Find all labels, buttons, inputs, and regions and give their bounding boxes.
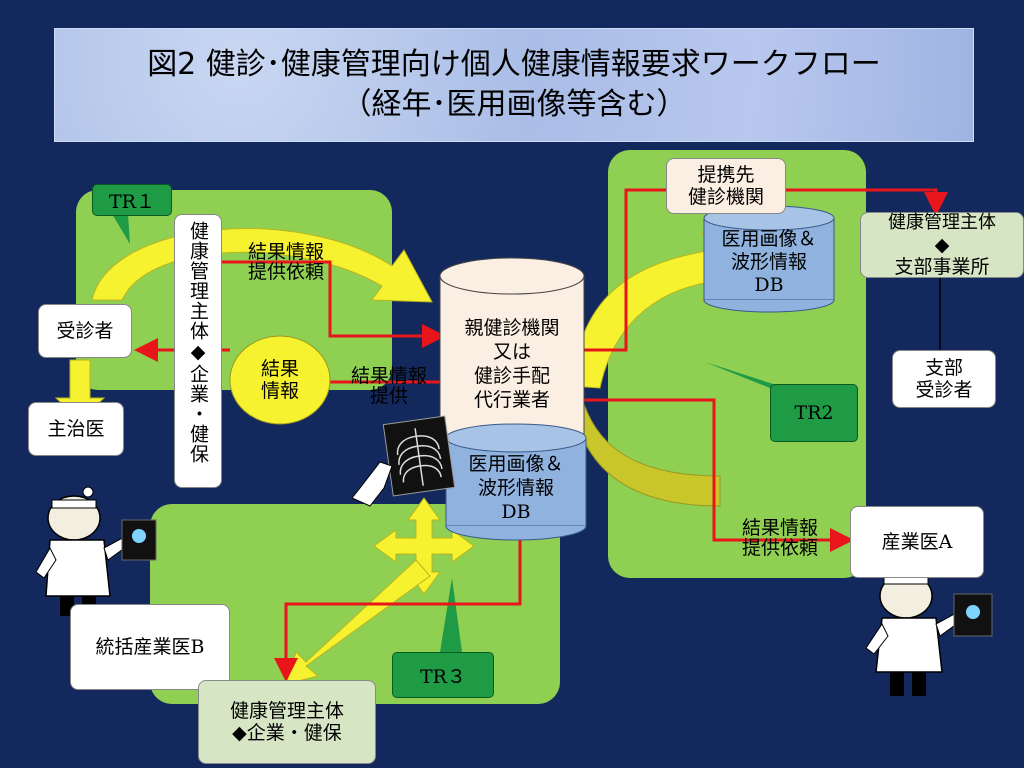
doctor-figure-right: [865, 562, 993, 696]
primary-doctor-box: 主治医: [28, 402, 124, 456]
health-management-branch-box: 健康管理主体 ◆ 支部事業所: [860, 212, 1024, 278]
health-management-corp-bottom-box: 健康管理主体 ◆企業・健保: [198, 680, 376, 764]
industrial-doctor-a-box: 産業医A: [850, 506, 984, 578]
branch-box-line3: 支部事業所: [894, 256, 990, 278]
result-info-circle-label: 結果 情報: [260, 358, 299, 402]
tr1-label: TR１: [92, 184, 172, 216]
center-db-cylinder: [445, 423, 587, 541]
examinee-box: 受診者: [38, 304, 132, 358]
yellow-arrow-right-bottom: [573, 403, 721, 507]
flow-line-bottom: [274, 528, 522, 682]
partner-db-label: 医用画像＆ 波形情報 DB: [721, 228, 817, 296]
xray-image-icon: [351, 415, 456, 507]
center-db-label: 医用画像＆ 波形情報 DB: [468, 453, 564, 523]
tr2-label: TR2: [770, 384, 858, 442]
result-request-top-label: 結果情報 提供依頼: [247, 241, 324, 283]
flow-line-partner: [580, 188, 666, 352]
doctor-figure-left: [35, 486, 157, 616]
result-request-right-label: 結果情報 提供依頼: [741, 517, 818, 559]
branch-box-diamond: ◆: [934, 234, 950, 256]
parent-facility-cylinder: [439, 257, 585, 465]
result-info-circle: [229, 335, 331, 425]
flow-line-ind-a: [580, 398, 854, 552]
tr3-label: TR３: [392, 652, 494, 698]
tr3-callout-tail: [440, 578, 462, 652]
partner-db-cylinder: [703, 205, 835, 313]
health-management-corp-vertical-box: 健康管理主体◆企業・健保: [174, 214, 222, 488]
tr1-callout-tail: [112, 214, 130, 244]
result-provide-label: 結果情報 提供: [350, 365, 427, 407]
partner-facility-box: 提携先 健診機関: [666, 158, 786, 214]
chief-industrial-doctor-b-box: 統括産業医B: [70, 604, 230, 690]
flow-line-top: [220, 260, 446, 348]
flow-line-branch: [786, 188, 948, 216]
branch-box-line1: 健康管理主体: [888, 212, 996, 233]
title-banner: 図2 健診･健康管理向け個人健康情報要求ワークフロー （経年･医用画像等含む）: [54, 28, 974, 142]
page-subtitle: （経年･医用画像等含む）: [341, 87, 687, 122]
page-title: 図2 健診･健康管理向け個人健康情報要求ワークフロー: [147, 47, 881, 82]
yellow-cross-arrow: [373, 497, 475, 595]
parent-facility-label: 親健診機関 又は 健診手配 代行業者: [464, 317, 560, 411]
branch-examinee-box: 支部 受診者: [892, 350, 996, 408]
